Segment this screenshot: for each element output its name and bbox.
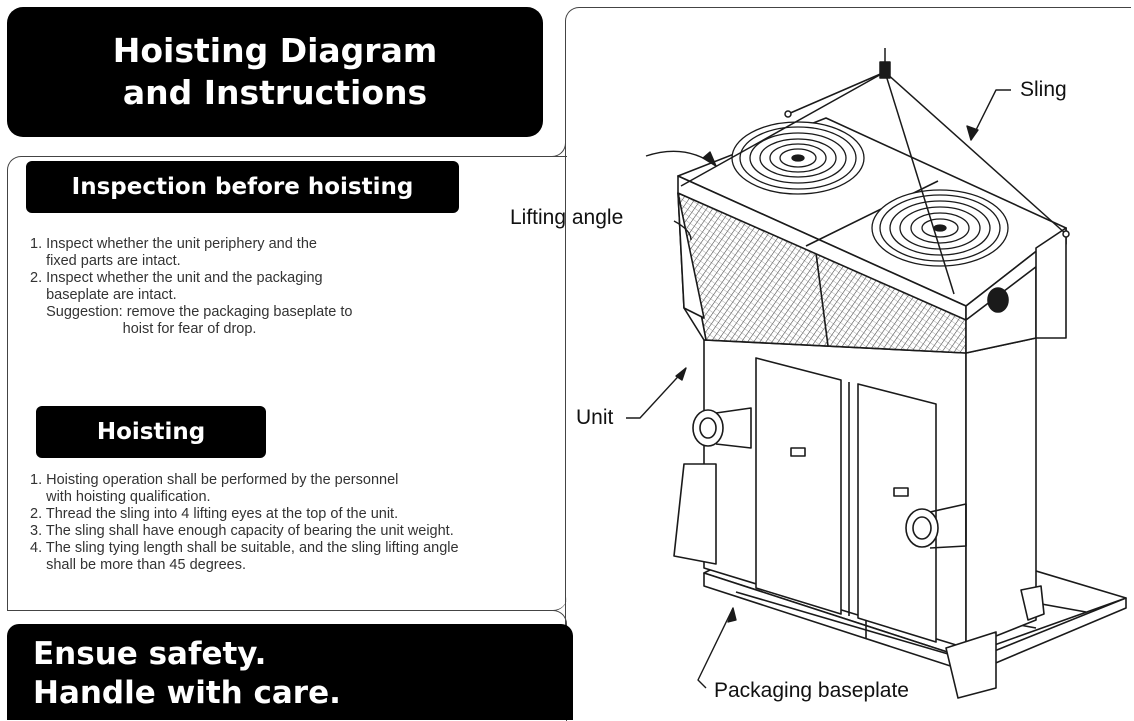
list-item: hoist for fear of drop. (30, 321, 257, 337)
page-title-block: Hoisting Diagram and Instructions (7, 7, 543, 137)
hoisting-heading: Hoisting (36, 406, 266, 458)
lifting-angle-label: Lifting angle (510, 206, 624, 229)
safety-line-2: Handle with care. (33, 675, 341, 711)
callout-leaders (626, 89, 1011, 689)
cabinet-shape (673, 337, 1045, 699)
unit-drawing (626, 48, 1127, 699)
page-title-line-2: and Instructions (122, 73, 428, 112)
list-item: 1. Hoisting operation shall be performed… (30, 472, 399, 488)
list-item: 2. Thread the sling into 4 lifting eyes … (30, 506, 399, 522)
list-item: with hoisting qualification. (30, 489, 211, 505)
baseplate-label: Packaging baseplate (714, 679, 909, 702)
instructions-frame-corner (548, 137, 566, 157)
list-item: 3. The sling shall have enough capacity … (30, 523, 454, 539)
sling-label: Sling (1020, 78, 1067, 101)
page-title-line-1: Hoisting Diagram (112, 31, 438, 70)
hoisting-list: 1. Hoisting operation shall be performed… (30, 472, 459, 574)
unit-label: Unit (576, 406, 614, 429)
list-item: 1. Inspect whether the unit periphery an… (30, 236, 317, 252)
diagram-frame (565, 7, 1131, 720)
list-item: Suggestion: remove the packaging basepla… (30, 304, 353, 320)
safety-line-1: Ensue safety. (33, 636, 267, 672)
list-item: baseplate are intact. (30, 287, 177, 303)
safety-banner: Ensue safety. Handle with care. (7, 624, 573, 720)
list-item: 4. The sling tying length shall be suita… (30, 540, 459, 556)
inspection-heading: Inspection before hoisting (26, 161, 459, 213)
hoisting-diagram: Sling Lifting angle Unit Packaging basep… (510, 8, 1132, 720)
fan-guard-shapes (731, 121, 1009, 267)
list-item: shall be more than 45 degrees. (30, 557, 247, 573)
sling-lines (680, 48, 1070, 295)
list-item: fixed parts are intact. (30, 253, 181, 269)
inspection-list: 1. Inspect whether the unit periphery an… (30, 236, 352, 338)
list-item: 2. Inspect whether the unit and the pack… (30, 270, 323, 286)
